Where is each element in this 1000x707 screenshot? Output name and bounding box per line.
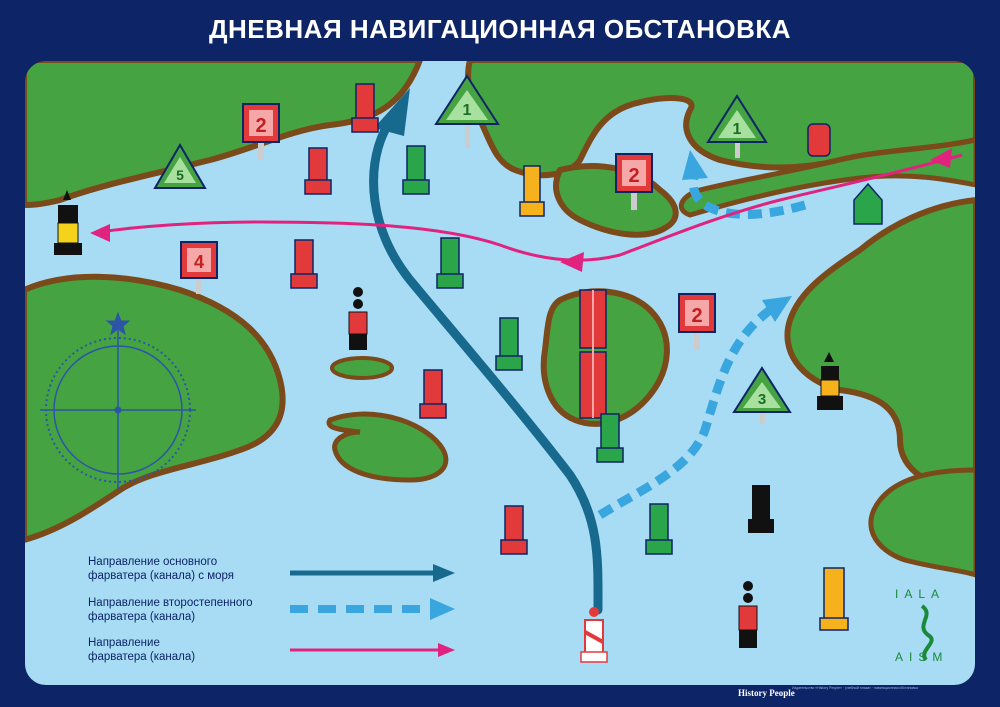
sign-number: 3 <box>758 391 766 408</box>
green-buoy <box>402 145 430 195</box>
secondary-channel-arrow-top <box>688 177 807 219</box>
sign-square-4: 4 <box>180 241 218 294</box>
sign-square-2-right: 2 <box>678 293 716 350</box>
red-leading-light <box>579 289 607 419</box>
iala-logo-text-top: IALA <box>895 587 946 601</box>
main-channel-arrowhead <box>374 88 410 136</box>
sign-triangle-3: 3 <box>732 366 792 424</box>
green-buoy <box>596 413 624 463</box>
legend-channel-arrowhead <box>438 643 455 657</box>
channel-arrowhead-start <box>930 148 952 168</box>
land-left-spit <box>326 411 449 483</box>
secondary-channel-arrowhead-right <box>762 296 792 322</box>
red-can-buoy <box>807 123 831 157</box>
sign-number: 2 <box>628 165 639 187</box>
compass-rose <box>40 311 196 490</box>
red-buoy <box>500 505 528 555</box>
sign-triangle-1-right: 1 <box>706 94 768 158</box>
black-buoy <box>748 485 774 533</box>
green-buoy <box>495 317 523 371</box>
land-right <box>784 196 976 494</box>
sign-square-2-mid: 2 <box>615 153 653 210</box>
sign-number: 5 <box>176 167 184 183</box>
land-left <box>24 273 286 544</box>
land-small-island <box>330 356 394 380</box>
red-buoy <box>419 369 447 419</box>
iala-seahorse-icon <box>920 604 934 662</box>
cardinal-buoy-right <box>817 352 843 410</box>
sign-square-2-top: 2 <box>242 103 280 160</box>
legend-channel-label: Направление фарватера (канала) <box>88 637 196 663</box>
cardinal-buoy-left <box>54 190 82 255</box>
channel-arrowhead-mid <box>560 252 584 272</box>
sign-number: 4 <box>194 252 204 272</box>
publisher-brand: History People <box>738 688 795 698</box>
yellow-buoy <box>519 165 545 217</box>
iala-logo-text-bottom: AISM <box>895 650 949 664</box>
land-top-left <box>24 60 425 209</box>
red-buoy <box>304 147 332 195</box>
red-buoy <box>290 239 318 289</box>
channel-arrow <box>99 153 963 262</box>
sign-number: 2 <box>691 305 702 327</box>
secondary-channel-arrow-right <box>597 306 773 519</box>
legend-main-arrowhead <box>433 564 455 582</box>
land-top-right-strip <box>678 136 976 218</box>
sign-number: 2 <box>255 115 266 137</box>
channel-arrowhead-left <box>90 224 110 242</box>
green-cone-buoy <box>853 182 883 225</box>
publisher-small-print: Издательство «History People» · учебный … <box>792 686 918 690</box>
sign-triangle-1-center: 1 <box>434 74 500 148</box>
green-buoy <box>436 237 464 289</box>
legend-secondary-arrowhead <box>430 598 455 620</box>
main-channel-arrow <box>369 125 603 615</box>
safe-water-buoy <box>580 607 608 663</box>
legend-main-label: Направление основного фарватера (канала)… <box>88 556 235 582</box>
secondary-channel-arrowhead-top <box>682 150 708 180</box>
red-buoy <box>351 83 379 133</box>
sign-number: 1 <box>733 121 742 138</box>
legend-secondary-label: Направление второстепенного фарватера (к… <box>88 597 253 623</box>
land-bottom-right <box>868 467 976 579</box>
isolated-danger-buoy-bottom <box>738 581 758 648</box>
sign-number: 1 <box>463 102 472 119</box>
isolated-danger-buoy <box>348 287 368 350</box>
sign-triangle-5: 5 <box>153 143 207 189</box>
green-buoy <box>645 503 673 555</box>
poster-title: ДНЕВНАЯ НАВИГАЦИОННАЯ ОБСТАНОВКА <box>208 14 792 44</box>
yellow-special-buoy <box>819 567 849 631</box>
